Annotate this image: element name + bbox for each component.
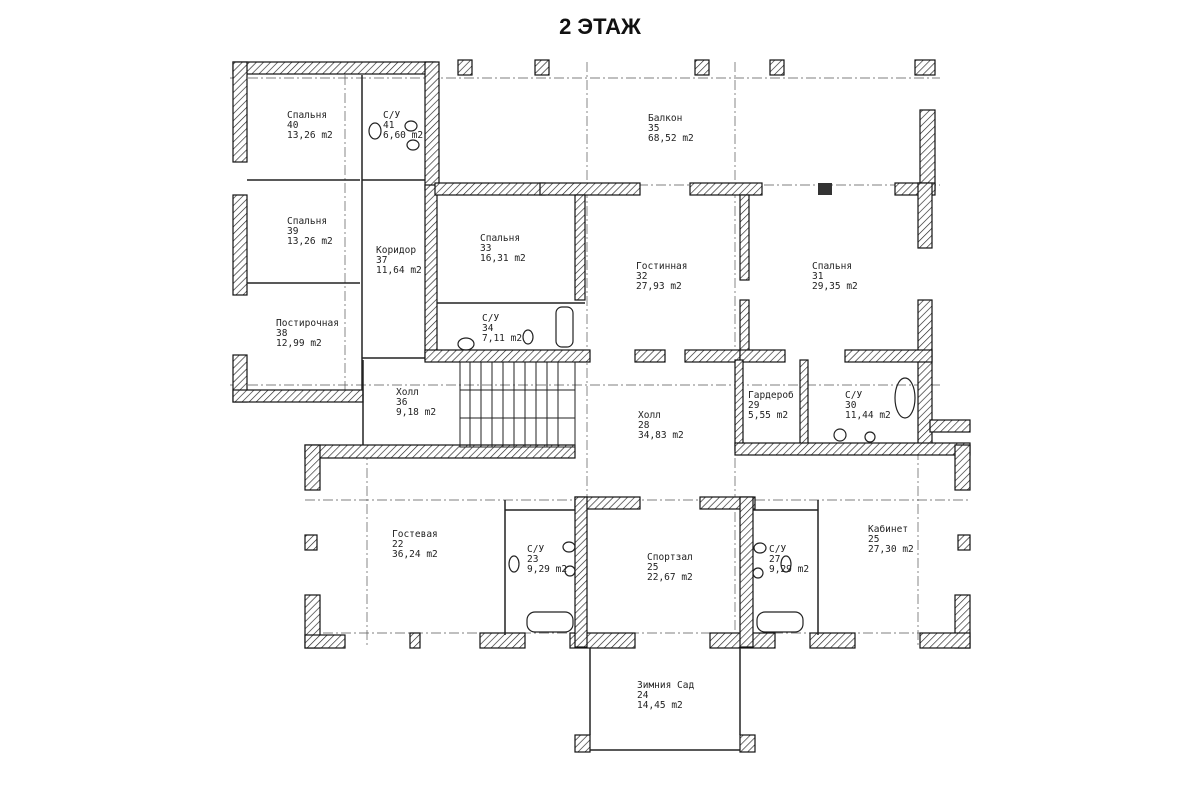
staircase bbox=[459, 361, 576, 448]
bathtubs bbox=[526, 306, 916, 633]
floor-title: 2 ЭТАЖ bbox=[559, 14, 641, 39]
toilets bbox=[404, 120, 876, 579]
walls bbox=[232, 59, 971, 753]
partitions bbox=[247, 75, 819, 751]
sinks bbox=[368, 122, 792, 573]
